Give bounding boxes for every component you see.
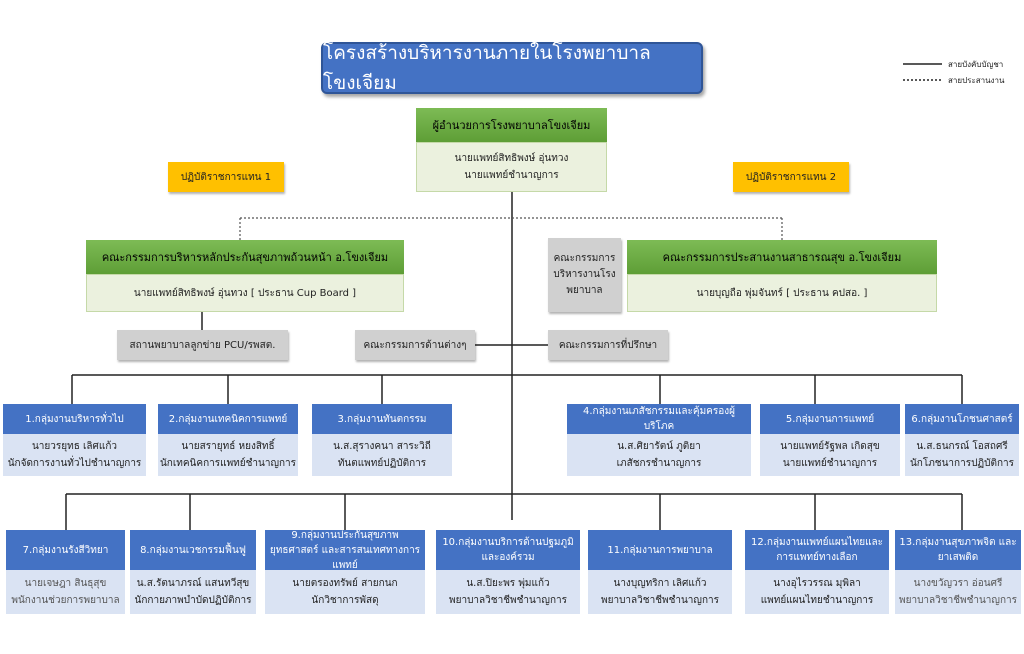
group-head-name: น.ส.สุรางคนา สาระวิถี <box>333 441 431 452</box>
group-title: 11.กลุ่มงานการพยาบาล <box>588 530 732 570</box>
group-title: 1.กลุ่มงานบริหารทั่วไป <box>3 404 146 434</box>
committees-various-box: คณะกรรมการด้านต่างๆ <box>355 330 475 360</box>
group-head-name: นางอุไรวรรณ มุพิลา <box>773 578 861 589</box>
group-card: 10.กลุ่มงานบริการด้านปฐมภูมิ และองค์รวม … <box>436 530 580 614</box>
group-head-name: น.ส.ธนกรณ์ โอสถศรี <box>916 441 1008 452</box>
group-card: 8.กลุ่มงานเวชกรรมฟื้นฟู น.ส.รัตนาภรณ์ แส… <box>130 530 256 614</box>
group-head-position: นายแพทย์ชำนาญการ <box>782 458 878 469</box>
director-position: นายแพทย์ชำนาญการ <box>464 170 559 181</box>
group-head-position: นักจัดการงานทั่วไปชำนาญการ <box>7 458 142 469</box>
legend-dotted-label: สายประสานงาน <box>948 76 1005 85</box>
group-head-position: นักโภชนาการปฏิบัติการ <box>909 458 1015 469</box>
advisors-box: คณะกรรมการที่ปรึกษา <box>548 330 668 360</box>
group-title: 5.กลุ่มงานการแพทย์ <box>760 404 900 434</box>
group-head-name: นายสรายุทธ์ หยงสิทธิ์ <box>181 441 275 452</box>
group-head-name: นายวรยุทธ เลิศแก้ว <box>31 441 118 452</box>
group-head-position: นักกายภาพบำบัดปฏิบัติการ <box>134 595 252 606</box>
group-title: 6.กลุ่มงานโภชนศาสตร์ <box>905 404 1019 434</box>
committee-right-body: นายบุญถือ พุ่มจันทร์ [ ประธาน คปสอ. ] <box>627 274 937 312</box>
group-card: 5.กลุ่มงานการแพทย์ นายแพทย์รัฐพล เกิดสุข… <box>760 404 900 476</box>
group-card: 13.กลุ่มงานสุขภาพจิต และยาเสพติด นางขวัญ… <box>895 530 1021 614</box>
group-card: 7.กลุ่มงานรังสีวิทยา นายเจษฎา สินธุสุข พ… <box>6 530 125 614</box>
committee-left-body: นายแพทย์สิทธิพงษ์ อุ่นทวง [ ประธาน Cup B… <box>86 274 404 312</box>
group-card: 2.กลุ่มงานเทคนิคการแพทย์ นายสรายุทธ์ หยง… <box>158 404 298 476</box>
committee-hospital-admin: คณะกรรมการบริหารงานโรงพยาบาล <box>548 238 621 312</box>
group-title: 7.กลุ่มงานรังสีวิทยา <box>6 530 125 570</box>
pcu-box: สถานพยาบาลลูกข่าย PCU/รพสต. <box>117 330 288 360</box>
group-head-position: นักวิชาการพัสดุ <box>311 595 379 606</box>
deputy-1-box: ปฏิบัติราชการแทน 1 <box>168 162 284 192</box>
group-title: 13.กลุ่มงานสุขภาพจิต และยาเสพติด <box>895 530 1021 570</box>
legend-solid-label: สายบังคับบัญชา <box>948 60 1004 69</box>
group-head-position: พนักงานช่วยการพยาบาล <box>11 595 120 606</box>
group-card: 11.กลุ่มงานการพยาบาล นางบุญทริกา เลิศแก้… <box>588 530 732 614</box>
group-title: 3.กลุ่มงานทันตกรรม <box>312 404 452 434</box>
group-head-name: น.ส.ปิยะพร พุ่มแก้ว <box>466 578 550 589</box>
group-head-name: นางขวัญวรา อ่อนศรี <box>913 578 1003 589</box>
group-title: 9.กลุ่มงานประกันสุขภาพยุทธศาสตร์ และสารส… <box>265 530 425 571</box>
group-title: 4.กลุ่มงานเภสัชกรรมและคุ้มครองผู้บริโภค <box>567 404 751 434</box>
group-head-position: พยาบาลวิชาชีพชำนาญการ <box>449 595 567 606</box>
deputy-2-box: ปฏิบัติราชการแทน 2 <box>733 162 849 192</box>
group-card: 3.กลุ่มงานทันตกรรม น.ส.สุรางคนา สาระวิถี… <box>312 404 452 476</box>
page-title: โครงสร้างบริหารงานภายในโรงพยาบาลโขงเจียม <box>321 42 703 94</box>
group-head-position: พยาบาลวิชาชีพชำนาญการ <box>899 595 1017 606</box>
group-head-position: แพทย์แผนไทยชำนาญการ <box>760 595 874 606</box>
group-head-position: เภสัชกรชำนาญการ <box>616 458 702 469</box>
group-head-name: นายเจษฎา สินธุสุข <box>24 578 107 589</box>
group-head-name: นายแพทย์รัฐพล เกิดสุข <box>780 441 880 452</box>
director-info: นายแพทย์สิทธิพงษ์ อุ่นทวง นายแพทย์ชำนาญก… <box>416 142 607 192</box>
committee-left-title: คณะกรรมการบริหารหลักประกันสุขภาพถ้วนหน้า… <box>86 240 404 274</box>
group-card: 1.กลุ่มงานบริหารทั่วไป นายวรยุทธ เลิศแก้… <box>3 404 146 476</box>
group-title: 12.กลุ่มงานแพทย์แผนไทยและ การแพทย์ทางเลื… <box>745 530 889 570</box>
group-title: 2.กลุ่มงานเทคนิคการแพทย์ <box>158 404 298 434</box>
director-name: นายแพทย์สิทธิพงษ์ อุ่นทวง <box>454 153 569 164</box>
group-head-position: นักเทคนิคการแพทย์ชำนาญการ <box>159 458 297 469</box>
group-title: 10.กลุ่มงานบริการด้านปฐมภูมิ และองค์รวม <box>436 530 580 570</box>
group-head-name: นายตรองทรัพย์ สายกนก <box>292 578 398 589</box>
group-head-name: น.ส.ศิยารัตน์ ภูติยา <box>617 441 701 452</box>
group-card: 6.กลุ่มงานโภชนศาสตร์ น.ส.ธนกรณ์ โอสถศรี … <box>905 404 1019 476</box>
group-head-position: พยาบาลวิชาชีพชำนาญการ <box>601 595 719 606</box>
group-head-name: น.ส.รัตนาภรณ์ แสนทวีสุข <box>136 578 250 589</box>
director-title: ผู้อำนวยการโรงพยาบาลโขงเจียม <box>416 108 607 142</box>
group-head-position: ทันตแพทย์ปฏิบัติการ <box>337 458 427 469</box>
committee-right-title: คณะกรรมการประสานงานสาธารณสุข อ.โขงเจียม <box>627 240 937 274</box>
group-title: 8.กลุ่มงานเวชกรรมฟื้นฟู <box>130 530 256 570</box>
group-card: 9.กลุ่มงานประกันสุขภาพยุทธศาสตร์ และสารส… <box>265 530 425 614</box>
group-card: 12.กลุ่มงานแพทย์แผนไทยและ การแพทย์ทางเลื… <box>745 530 889 614</box>
group-head-name: นางบุญทริกา เลิศแก้ว <box>613 578 707 589</box>
group-card: 4.กลุ่มงานเภสัชกรรมและคุ้มครองผู้บริโภค … <box>567 404 751 476</box>
